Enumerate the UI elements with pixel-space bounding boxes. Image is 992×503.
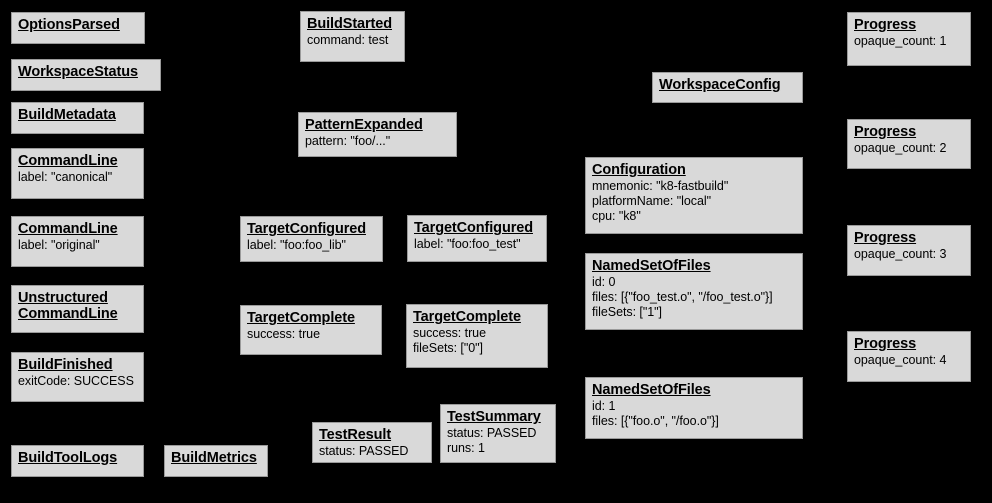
node-fields: label: "foo:foo_test" (414, 237, 521, 251)
node-options-parsed[interactable]: OptionsParsed (11, 12, 145, 44)
node-title: BuildToolLogs (18, 450, 118, 466)
node-title: Progress (854, 17, 917, 33)
node-fields: label: "original" (18, 238, 100, 252)
node-title: TestSummary (447, 409, 541, 425)
node-fields: pattern: "foo/..." (305, 134, 391, 148)
node-title: BuildMetadata (18, 107, 116, 123)
node-fields: id: 1 files: [{"foo.o", "/foo.o"}] (592, 399, 719, 428)
node-title: TargetConfigured (247, 221, 366, 237)
node-fields: opaque_count: 1 (854, 34, 947, 48)
node-title: WorkspaceConfig (659, 77, 781, 93)
node-title: BuildStarted (307, 16, 393, 32)
node-unstructured-command-line[interactable]: Unstructured CommandLine (11, 285, 144, 333)
node-workspace-config[interactable]: WorkspaceConfig (652, 72, 803, 103)
node-fields: opaque_count: 2 (854, 141, 947, 155)
node-title: BuildMetrics (171, 450, 257, 466)
node-fields: label: "canonical" (18, 170, 113, 184)
node-title: TestResult (319, 427, 392, 443)
node-fields: id: 0 files: [{"foo_test.o", "/foo_test.… (592, 275, 773, 319)
node-build-metadata[interactable]: BuildMetadata (11, 102, 144, 134)
node-title: CommandLine (18, 221, 118, 237)
node-title: TargetConfigured (414, 220, 533, 236)
node-title: BuildFinished (18, 357, 113, 373)
node-title: Progress (854, 230, 917, 246)
node-build-tool-logs[interactable]: BuildToolLogs (11, 445, 144, 477)
node-fields: status: PASSED (319, 444, 409, 458)
node-build-metrics[interactable]: BuildMetrics (164, 445, 268, 477)
node-fields: label: "foo:foo_lib" (247, 238, 346, 252)
node-fields: success: true fileSets: ["0"] (413, 326, 486, 355)
node-title: TargetComplete (247, 310, 355, 326)
node-title: WorkspaceStatus (18, 64, 138, 80)
node-title: Configuration (592, 162, 686, 178)
node-title: Progress (854, 336, 917, 352)
node-title: CommandLine (18, 153, 118, 169)
node-title: NamedSetOfFiles (592, 258, 711, 274)
node-fields: mnemonic: "k8-fastbuild" platformName: "… (592, 179, 729, 223)
node-title: OptionsParsed (18, 17, 120, 33)
node-title: PatternExpanded (305, 117, 423, 133)
node-workspace-status[interactable]: WorkspaceStatus (11, 59, 161, 91)
node-fields: status: PASSED runs: 1 (447, 426, 537, 455)
node-title: Progress (854, 124, 917, 140)
node-fields: success: true (247, 327, 320, 341)
node-fields: opaque_count: 3 (854, 247, 947, 261)
node-fields: command: test (307, 33, 389, 47)
node-title: Unstructured CommandLine (18, 290, 118, 322)
node-fields: exitCode: SUCCESS (18, 374, 134, 388)
node-title: TargetComplete (413, 309, 521, 325)
node-fields: opaque_count: 4 (854, 353, 947, 367)
node-title: NamedSetOfFiles (592, 382, 711, 398)
